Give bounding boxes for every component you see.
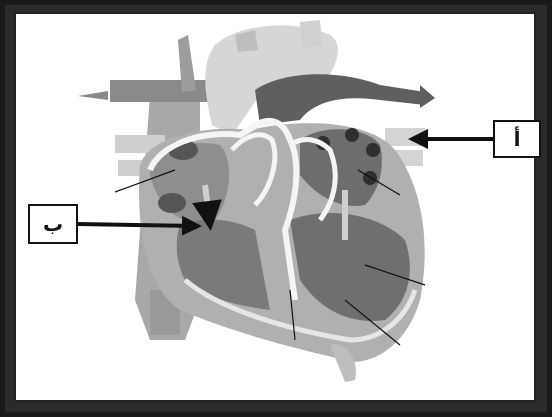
pulmonary-vein-opening-4 [363,171,377,185]
label-a: أ [493,120,541,158]
pulmonary-vein-opening-3 [366,143,380,157]
aortic-branch-3 [300,20,322,48]
pulmonary-vein-opening-2 [345,128,359,142]
vessel-opening-2 [158,193,186,213]
label-b: ب [28,204,78,244]
arrow-left-vessel [78,91,108,100]
pointer-arrow-b [78,224,198,226]
pulmonary-artery-arrow [420,85,435,108]
pulmonary-artery [255,74,425,125]
